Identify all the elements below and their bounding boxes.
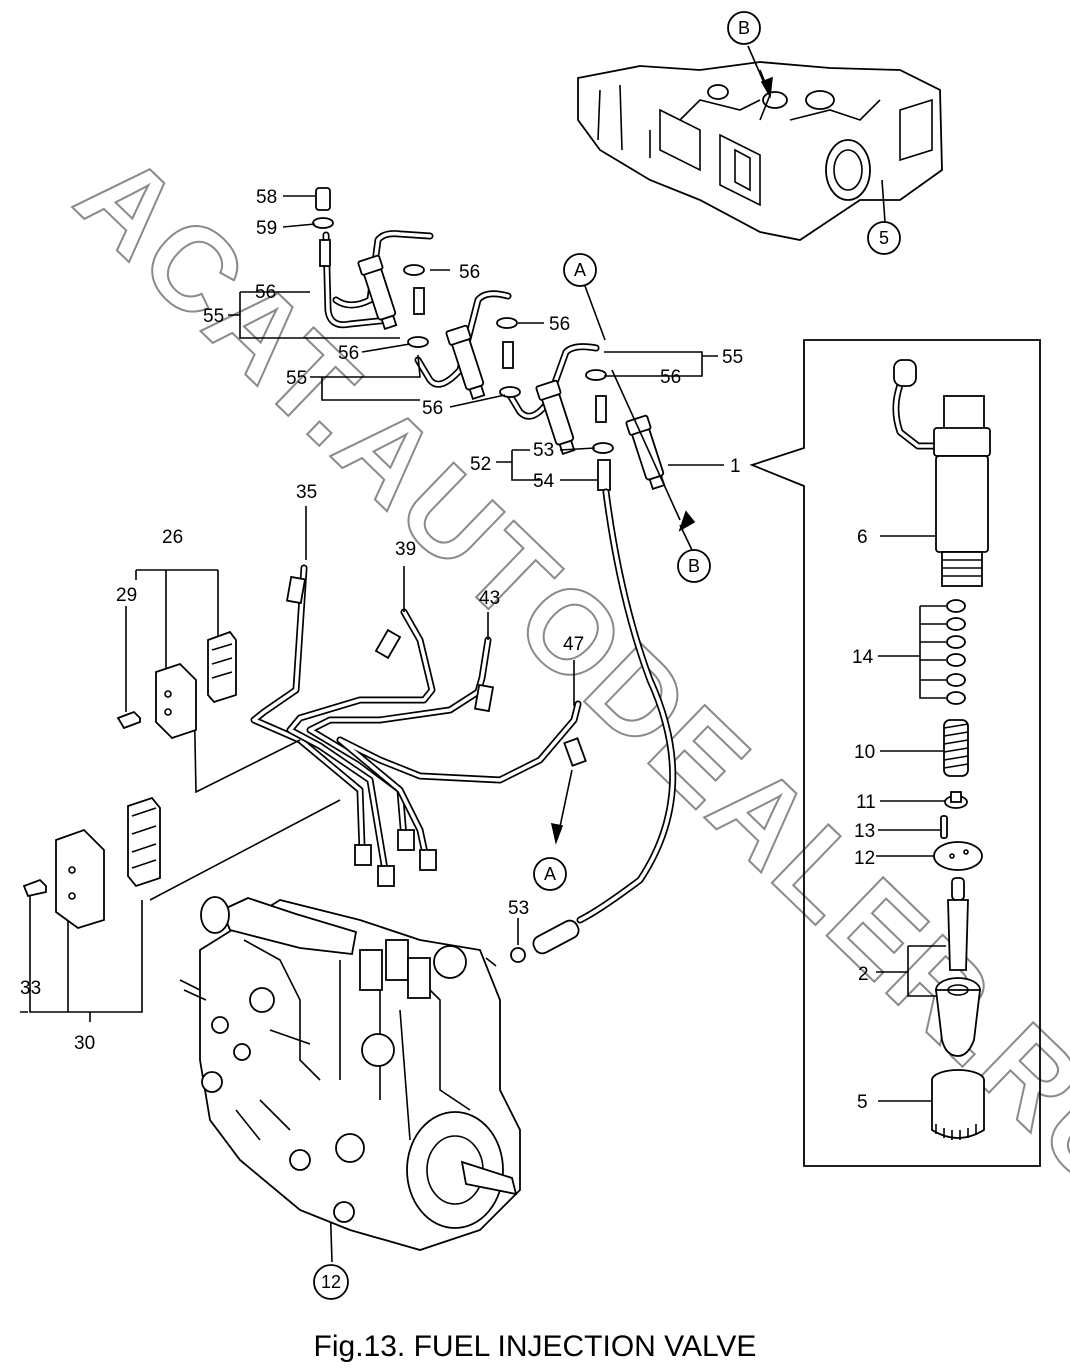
label-56: 56 xyxy=(459,262,480,283)
injection-pump xyxy=(179,896,521,1251)
marker-a-bottom: A xyxy=(544,864,556,884)
nozzle-nut xyxy=(931,1069,985,1140)
marker-b-mid: B xyxy=(688,556,700,576)
label-35: 35 xyxy=(296,482,317,503)
label-52: 52 xyxy=(470,454,491,475)
label-5: 5 xyxy=(857,1092,868,1113)
label-6: 6 xyxy=(857,527,868,548)
label-39: 39 xyxy=(395,539,416,560)
nozzle xyxy=(907,877,982,1057)
nozzle-holder xyxy=(892,359,991,587)
label-55: 55 xyxy=(286,368,307,389)
clamp-30 xyxy=(22,796,161,929)
label-56: 56 xyxy=(660,367,681,388)
label-33: 33 xyxy=(20,978,41,999)
marker-b-top: B xyxy=(738,18,750,38)
label-1: 1 xyxy=(730,456,741,477)
label-29: 29 xyxy=(116,585,137,606)
label-56: 56 xyxy=(338,343,359,364)
leader-lines-middle xyxy=(20,506,575,1263)
label-26: 26 xyxy=(162,527,183,548)
return-hose xyxy=(510,488,677,963)
label-53: 53 xyxy=(508,898,529,919)
marker-12: 12 xyxy=(321,1272,341,1292)
label-2: 2 xyxy=(858,964,869,985)
label-56: 56 xyxy=(255,282,276,303)
label-56: 56 xyxy=(422,398,443,419)
label-56: 56 xyxy=(549,314,570,335)
label-12: 12 xyxy=(854,848,875,869)
injector-detail-box xyxy=(749,339,1041,1167)
label-58: 58 xyxy=(256,187,277,208)
label-43: 43 xyxy=(479,588,500,609)
label-55: 55 xyxy=(722,347,743,368)
label-30: 30 xyxy=(74,1033,95,1054)
marker-5: 5 xyxy=(879,228,889,248)
label-10: 10 xyxy=(854,742,875,763)
shims xyxy=(919,599,966,705)
label-55: 55 xyxy=(203,306,224,327)
marker-a-top: A xyxy=(574,260,586,280)
label-47: 47 xyxy=(563,634,584,655)
cylinder-head xyxy=(577,61,943,241)
clamp-26 xyxy=(116,630,237,740)
label-54: 54 xyxy=(533,471,555,492)
spring xyxy=(943,719,969,777)
label-53: 53 xyxy=(533,440,554,461)
label-11: 11 xyxy=(856,792,876,813)
part-labels: 58 59 56 56 55 56 56 55 56 55 56 53 52 5… xyxy=(20,187,876,1113)
label-13: 13 xyxy=(854,821,875,842)
leader-lines-top xyxy=(228,45,886,551)
label-59: 59 xyxy=(256,218,277,239)
figure-caption: Fig.13. FUEL INJECTION VALVE xyxy=(313,1330,757,1363)
circled-markers: B 5 A B A 12 xyxy=(313,11,901,1300)
label-14: 14 xyxy=(852,647,874,668)
injection-pipes xyxy=(250,564,587,887)
